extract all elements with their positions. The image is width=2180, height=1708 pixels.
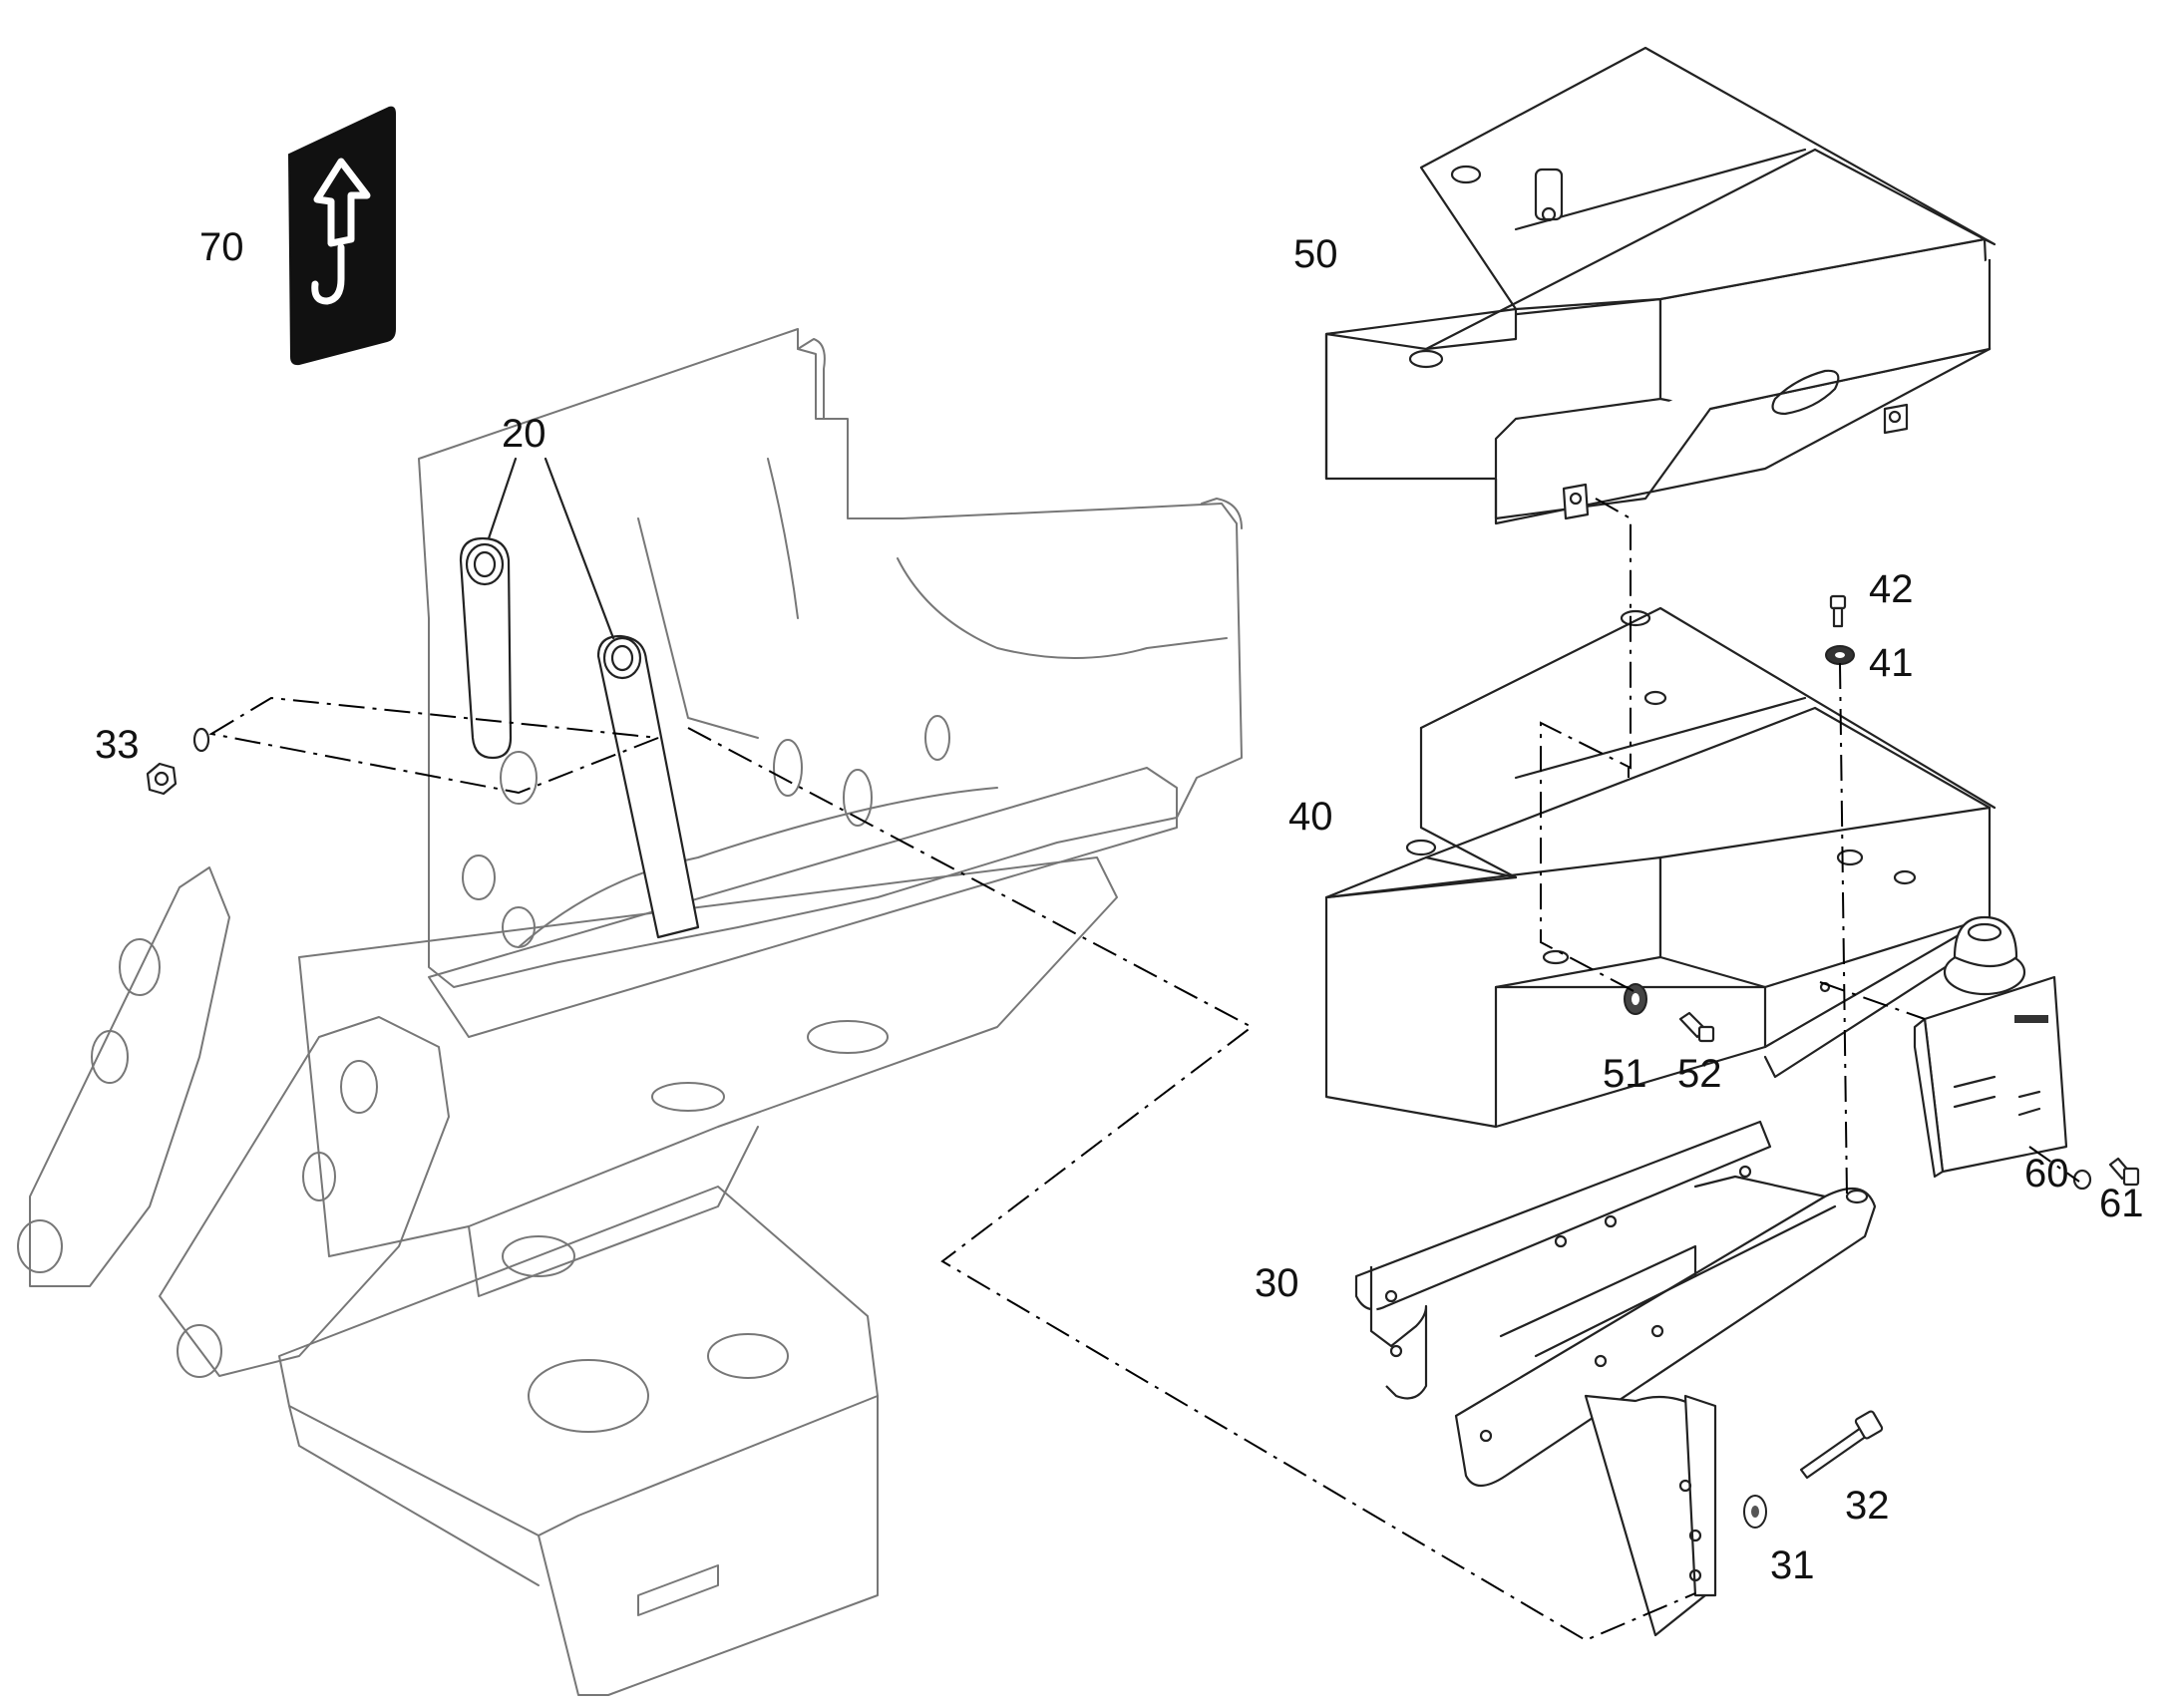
washer-41	[1825, 645, 1855, 665]
nut-60	[2072, 1169, 2092, 1191]
callout-60: 60	[2024, 1152, 2069, 1196]
battery-switch	[1913, 915, 2068, 1179]
callout-20: 20	[502, 412, 546, 456]
washer-51	[1624, 983, 1647, 1015]
callout-41: 41	[1869, 641, 1914, 685]
washer	[192, 727, 210, 753]
bolt-61	[2108, 1157, 2140, 1187]
callout-40: 40	[1288, 795, 1333, 839]
callout-51: 51	[1603, 1052, 1647, 1096]
callout-42: 42	[1869, 567, 1914, 611]
link-arm-right	[596, 634, 700, 939]
bolt-52	[1678, 1011, 1715, 1043]
lifting-point-sign	[287, 106, 396, 366]
leader-lines	[487, 457, 615, 640]
bolt-42	[1829, 594, 1847, 628]
callout-52: 52	[1677, 1052, 1722, 1096]
storage-tray-upper	[1324, 46, 1997, 525]
callout-31: 31	[1770, 1543, 1815, 1587]
nut	[146, 762, 178, 796]
bolt-32	[1799, 1410, 1884, 1480]
callout-33: 33	[95, 723, 140, 767]
callout-61: 61	[2099, 1182, 2144, 1225]
link-arm-left	[459, 536, 513, 760]
callout-30: 30	[1255, 1261, 1299, 1305]
callout-32: 32	[1845, 1484, 1890, 1528]
hook-arrow-icon	[311, 158, 371, 305]
callout-70: 70	[199, 225, 244, 269]
assembly-lines	[208, 498, 2080, 1642]
washer-31	[1743, 1495, 1767, 1529]
callout-50: 50	[1293, 232, 1338, 276]
chassis-frame	[17, 328, 1243, 1696]
support-bracket	[1354, 1120, 1877, 1637]
storage-tray-lower	[1324, 606, 2001, 1129]
